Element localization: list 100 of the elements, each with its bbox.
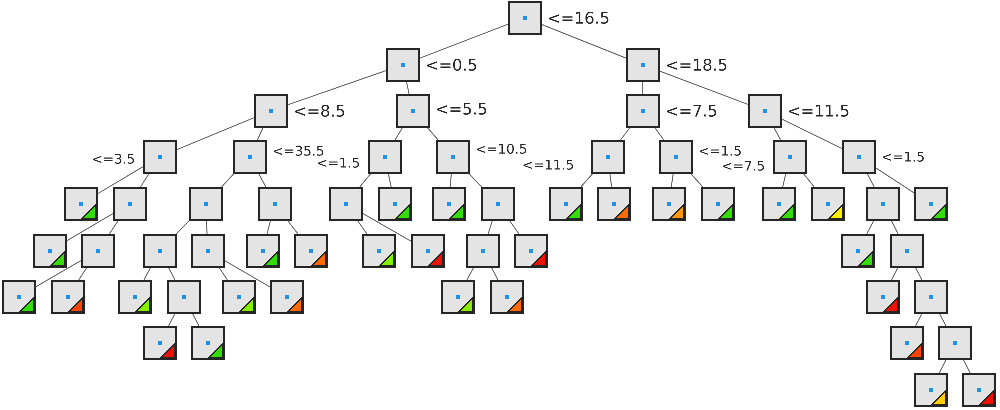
tree-edge <box>224 260 270 288</box>
leaf-node-box <box>222 280 256 314</box>
tree-edge <box>468 174 482 188</box>
leaf-node-box <box>270 280 304 314</box>
split-node-box <box>914 280 948 314</box>
split-label: <=1.5 <box>883 152 924 162</box>
tree-edge <box>218 268 228 280</box>
split-label: <=0.5 <box>427 58 476 72</box>
tree-edge <box>258 174 266 188</box>
tree-edge <box>876 168 914 194</box>
tree-edge <box>488 220 494 234</box>
tree-edge <box>671 174 674 188</box>
tree-edge <box>915 268 923 280</box>
tree-edge <box>221 174 235 188</box>
tree-edge <box>891 220 899 234</box>
leaf-node-box <box>362 234 396 268</box>
tree-edge <box>406 82 410 94</box>
tree-edge <box>36 260 82 288</box>
leaf-node-box <box>762 187 796 221</box>
split-node-box <box>890 234 924 268</box>
leaf-node-box <box>841 234 875 268</box>
leaf-node-box <box>441 280 475 314</box>
split-node-box <box>167 280 201 314</box>
split-node-box <box>938 326 972 360</box>
tree-edge <box>660 70 748 106</box>
leaf-node-box <box>549 187 583 221</box>
split-node-box <box>481 187 515 221</box>
split-node-box <box>258 187 292 221</box>
tree-edge <box>144 268 152 280</box>
split-label: <=18.5 <box>667 58 727 72</box>
leaf-node-box <box>432 187 466 221</box>
leaf-node-box <box>118 280 152 314</box>
split-label: <=11.5 <box>789 105 849 117</box>
tree-edge <box>690 174 704 188</box>
split-label: <=1.5 <box>318 158 360 168</box>
tree-edge <box>782 174 787 188</box>
leaf-node-box <box>378 187 412 221</box>
tree-edge <box>427 128 439 140</box>
split-label: <=7.5 <box>667 105 716 117</box>
split-node-box <box>113 187 148 221</box>
split-label: <=35.5 <box>274 146 324 156</box>
tree-edge <box>362 213 412 242</box>
split-label: <=1.5 <box>700 146 741 156</box>
tree-edge <box>803 174 815 188</box>
tree-edge <box>168 268 176 280</box>
tree-edge <box>288 220 298 234</box>
leaf-node-box <box>294 234 328 268</box>
split-label: <=16.5 <box>549 12 609 24</box>
split-label: <=8.5 <box>295 104 344 118</box>
tree-edge <box>963 360 971 374</box>
tree-edge <box>866 220 874 234</box>
tree-edge <box>509 220 520 234</box>
tree-edge <box>176 118 254 150</box>
tree-edge <box>360 174 372 188</box>
leaf-node-box <box>811 187 845 221</box>
leaf-node-box <box>191 326 225 360</box>
tree-edge <box>580 174 594 188</box>
tree-edge <box>654 128 664 140</box>
split-label: <=11.5 <box>524 160 574 170</box>
tree-edge <box>394 128 404 140</box>
tree-edge <box>192 314 200 326</box>
tree-edge <box>257 128 264 140</box>
split-node-box <box>866 187 900 221</box>
leaf-node-box <box>962 373 996 407</box>
split-node-box <box>189 187 223 221</box>
leaf-node-box <box>490 280 524 314</box>
tree-edge <box>891 268 899 280</box>
tree-edge <box>782 118 842 150</box>
tree-edge <box>915 314 923 326</box>
split-label: <=5.5 <box>437 103 486 115</box>
tree-edge <box>66 213 114 242</box>
leaf-node-box <box>514 234 548 268</box>
leaf-node-box <box>914 373 948 407</box>
leaf-node-box <box>914 187 948 221</box>
leaf-node-box <box>652 187 686 221</box>
tree-edge <box>176 220 190 234</box>
tree-edge <box>642 82 644 94</box>
tree-edge <box>288 70 386 106</box>
tree-edge <box>109 220 119 234</box>
leaf-node-box <box>2 280 36 314</box>
tree-edge <box>939 314 947 326</box>
leaf-node-box <box>143 326 177 360</box>
split-node-box <box>329 187 363 221</box>
tree-edge <box>168 314 176 326</box>
tree-edge <box>388 174 392 188</box>
tree-edge <box>542 24 626 59</box>
leaf-node-box <box>246 234 280 268</box>
tree-edge <box>420 24 508 59</box>
split-label: <=3.5 <box>93 154 134 164</box>
tree-edge <box>266 220 272 234</box>
tree-edge <box>620 128 631 140</box>
tree-edge <box>450 174 452 188</box>
tree-edge <box>466 268 474 280</box>
tree-edge <box>491 268 499 280</box>
split-node-box <box>143 234 177 268</box>
tree-edge <box>357 220 368 234</box>
tree-edge <box>78 268 88 280</box>
split-label: <=7.5 <box>723 161 764 171</box>
split-node-box <box>191 234 225 268</box>
leaf-node-box <box>701 187 735 221</box>
